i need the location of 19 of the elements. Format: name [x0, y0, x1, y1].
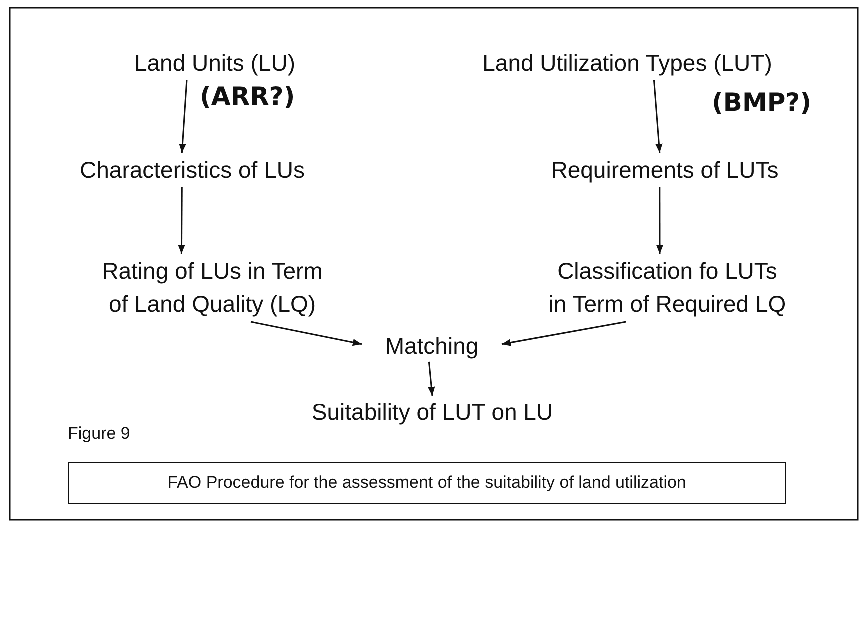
arrow [250, 321, 362, 346]
flow-step-text: Rating of LUs in Term of Land Quality (LQ) [20, 254, 405, 322]
flow-step-text: Matching [362, 330, 502, 362]
arrow [653, 80, 663, 154]
arrow [656, 187, 664, 254]
flow-step-text: Suitability of LUT on LU [255, 396, 610, 428]
flow-step-text: Characteristics of LUs [20, 153, 365, 187]
arrow [178, 187, 186, 254]
arrow [428, 362, 436, 396]
flow-step-text: Classification fo LUTs in Term of Required LQ [480, 254, 855, 322]
annotation: (BMP?) [712, 88, 812, 117]
flow-step-text: Land Units (LU) [115, 46, 315, 80]
figure-label: Figure 9 [68, 424, 130, 444]
flow-step-text: Land Utilization Types (LUT) [405, 46, 850, 80]
arrow [179, 80, 188, 154]
annotation: (ARR?) [200, 82, 296, 111]
arrow [502, 321, 626, 346]
caption-box: FAO Procedure for the assessment of the suitability of land utilization [68, 462, 786, 504]
flow-step-text: Requirements of LUTs [495, 153, 835, 187]
